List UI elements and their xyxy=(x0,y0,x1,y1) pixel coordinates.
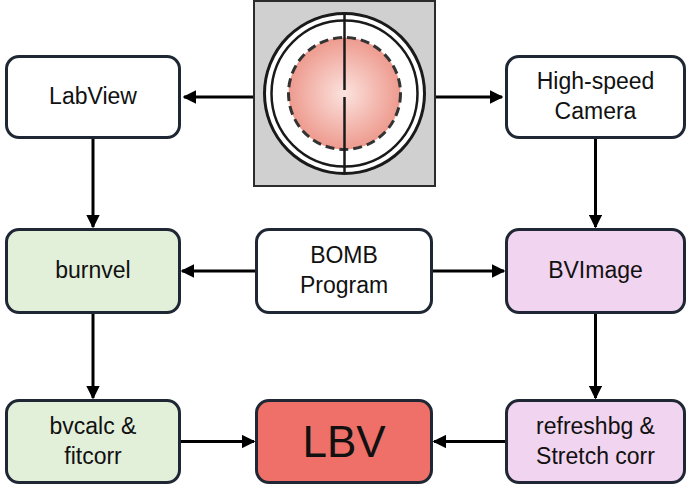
node-label: bvcalc & fitcorr xyxy=(23,412,163,472)
node-label: BVImage xyxy=(548,256,643,286)
process-box: burnvel xyxy=(5,228,181,314)
node-label: High-speed Camera xyxy=(521,67,671,127)
node-label: LabView xyxy=(49,82,137,112)
node-label: BOMB Program xyxy=(269,241,419,301)
process-box: bvcalc & fitcorr xyxy=(5,399,181,484)
process-box: BVImage xyxy=(505,228,686,314)
node-label: burnvel xyxy=(55,256,130,286)
result-box: LBV xyxy=(255,399,433,484)
process-box: LabView xyxy=(5,55,181,139)
flow-arrow xyxy=(92,314,95,398)
flow-arrow xyxy=(433,270,504,273)
process-box: High-speed Camera xyxy=(505,55,686,139)
node-label: LBV xyxy=(302,413,385,470)
node-label: refreshbg & Stretch corr xyxy=(521,412,671,472)
flow-arrow xyxy=(434,440,505,443)
flow-arrow xyxy=(181,440,254,443)
process-box: refreshbg & Stretch corr xyxy=(505,399,686,484)
process-box: BOMB Program xyxy=(255,228,433,314)
flow-arrow xyxy=(594,139,597,227)
flow-arrow xyxy=(182,270,255,273)
flow-arrow xyxy=(594,314,597,398)
flow-arrow xyxy=(92,139,95,227)
